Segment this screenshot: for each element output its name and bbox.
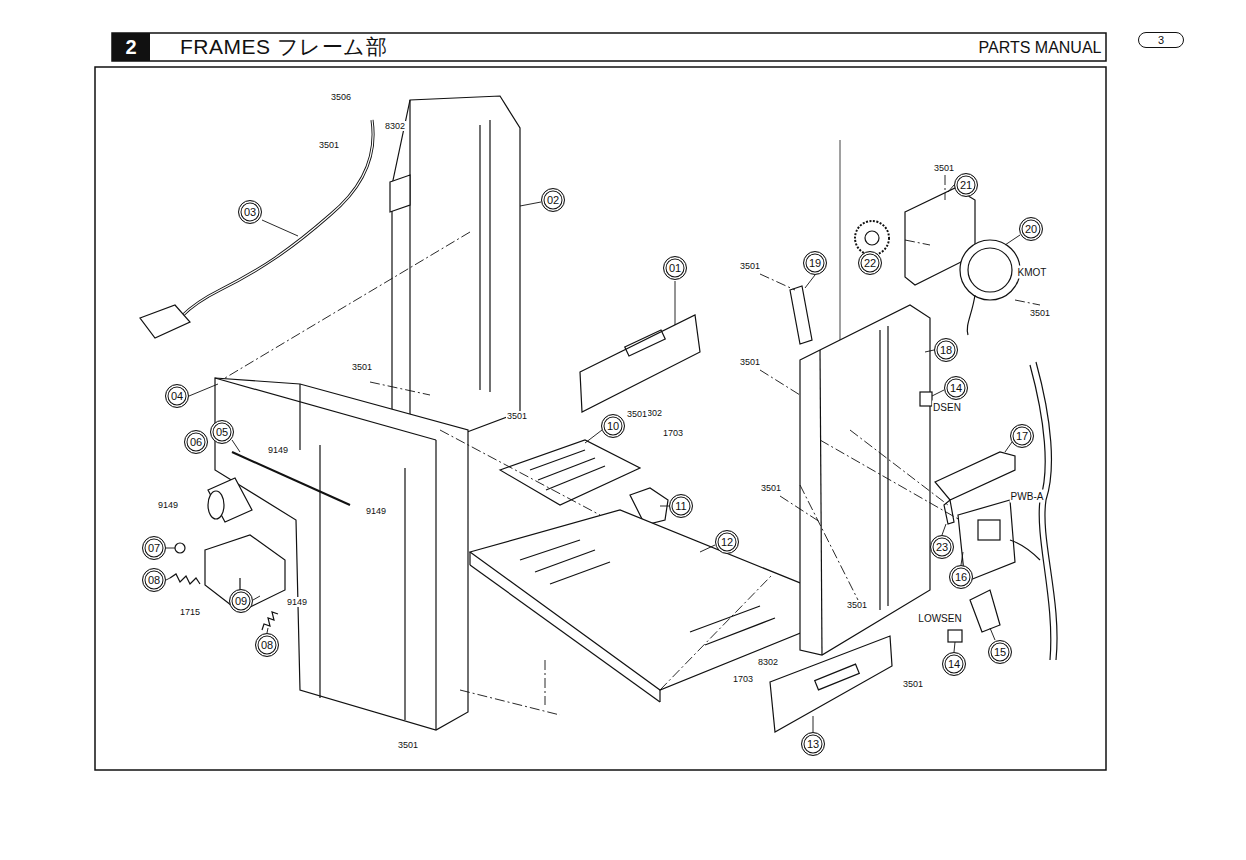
signal-name: PWB-A: [1010, 490, 1045, 503]
node-text: 10: [607, 420, 619, 432]
callout-number: 12: [715, 530, 739, 554]
node-text: 12: [721, 536, 733, 548]
node-text: 05: [216, 426, 228, 438]
callout-number: 23: [930, 535, 954, 559]
callout-number: 01: [663, 256, 687, 280]
node-text: 15: [994, 646, 1006, 658]
header-text: PARTS MANUAL: [978, 38, 1103, 57]
node-text: 3: [1158, 34, 1164, 46]
node-text: 18: [940, 344, 952, 356]
callout-number: 13: [801, 732, 825, 756]
node-text: 16: [955, 571, 967, 583]
signal-name: LOWSEN: [917, 612, 962, 625]
callout-number: 22: [858, 251, 882, 275]
section-number-box: 2: [112, 33, 150, 61]
node-text: 23: [936, 541, 948, 553]
callout-number: 02: [541, 188, 565, 212]
node-text: 04: [171, 390, 183, 402]
callout-number: 11: [669, 494, 693, 518]
node-text: 22: [864, 257, 876, 269]
node-text: 14: [950, 382, 962, 394]
node-text: 09: [235, 595, 247, 607]
page-number-oval: 3: [1138, 32, 1184, 48]
part-number: 1715: [179, 607, 201, 617]
callout-number: 03: [238, 200, 262, 224]
callout-number: 04: [165, 384, 189, 408]
part-number: 3501: [626, 409, 648, 419]
node-text: 03: [244, 206, 256, 218]
callout-number: 18: [934, 338, 958, 362]
callout-number: 09: [229, 589, 253, 613]
node-text: 21: [960, 179, 972, 191]
part-number: 3501: [318, 140, 340, 150]
node-text: 06: [190, 436, 202, 448]
callout-number: 05: [210, 420, 234, 444]
signal-name: KMOT: [1017, 266, 1048, 279]
part-number: 9149: [286, 597, 308, 607]
part-number: 3501: [351, 362, 373, 372]
callout-number: 06: [184, 430, 208, 454]
node-text: 14: [948, 658, 960, 670]
part-number: 3501: [739, 357, 761, 367]
node-text: 11: [675, 500, 686, 512]
part-number: 8302: [757, 657, 779, 667]
part-number: 1703: [732, 674, 754, 684]
title-text: FRAMES フレーム部: [180, 34, 387, 60]
node-text: 19: [809, 257, 821, 269]
callout-number: 10: [601, 414, 625, 438]
part-number: 3501: [760, 483, 782, 493]
part-number: 9149: [157, 500, 179, 510]
part-number: 1703: [662, 428, 684, 438]
part-number: 3501: [902, 679, 924, 689]
callout-number: 14: [944, 376, 968, 400]
node-text: 08: [261, 639, 273, 651]
part-number: 3501: [933, 163, 955, 173]
callout-number: 08: [142, 568, 166, 592]
node-text: 13: [807, 738, 819, 750]
node-text: 17: [1016, 430, 1028, 442]
node-text: 20: [1025, 223, 1037, 235]
part-number: 3501: [739, 261, 761, 271]
node-text: 2: [125, 36, 136, 59]
part-number: 9149: [267, 445, 289, 455]
callout-number: 19: [803, 251, 827, 275]
callout-number: 07: [142, 536, 166, 560]
node-text: 02: [547, 194, 559, 206]
callout-number: 14: [942, 652, 966, 676]
part-number: 3501: [846, 600, 868, 610]
callout-number: 17: [1010, 424, 1034, 448]
part-number: 3506: [330, 92, 352, 102]
callout-number: 08: [255, 633, 279, 657]
part-number: 3501: [397, 740, 419, 750]
part-number: 9149: [365, 506, 387, 516]
node-text: 01: [669, 262, 681, 274]
callout-number: 16: [949, 565, 973, 589]
callout-number: 15: [988, 640, 1012, 664]
part-number: 8302: [384, 121, 406, 131]
signal-name: DSEN: [932, 401, 962, 414]
callout-number: 21: [954, 173, 978, 197]
node-text: 08: [148, 574, 160, 586]
callout-number: 20: [1019, 217, 1043, 241]
node-text: 07: [148, 542, 160, 554]
part-number: 3501: [1029, 308, 1051, 318]
part-number: 3501: [506, 411, 528, 421]
